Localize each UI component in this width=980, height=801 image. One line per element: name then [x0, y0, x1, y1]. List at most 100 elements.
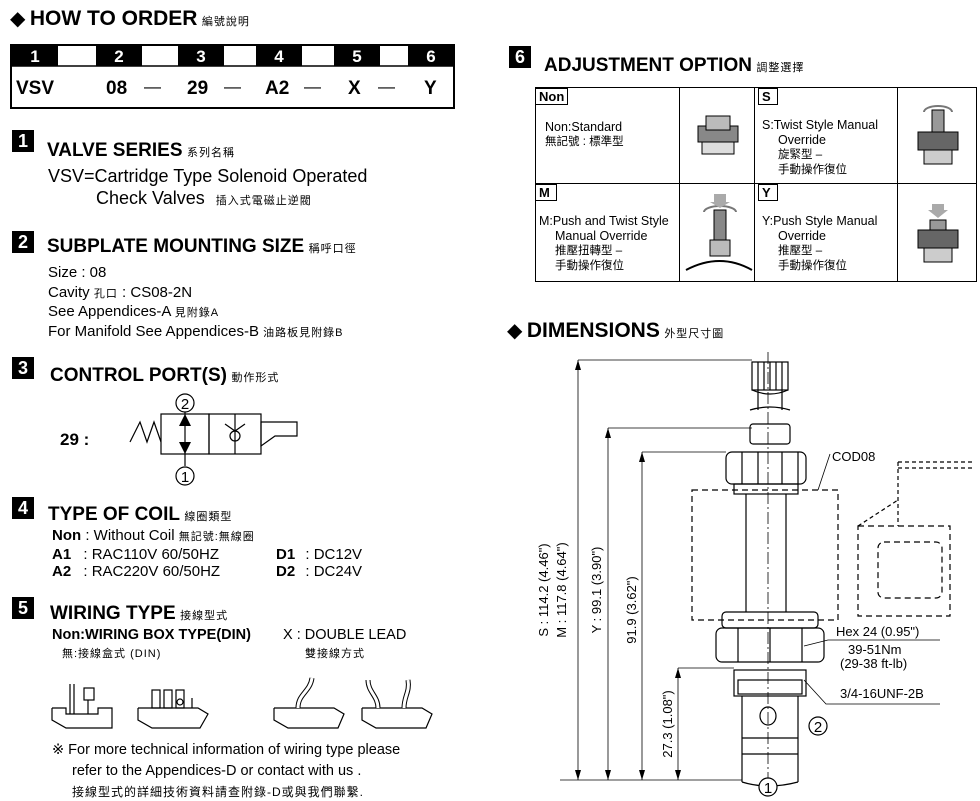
port-1-marker-label: 1 [764, 780, 772, 797]
coil-desc: : RAC220V 60/50HZ [83, 563, 221, 580]
adjust-option-y: Y:Push Style Manual Override 推壓型 – 手動操作復… [762, 214, 877, 274]
adjust-option-line: S:Twist Style Manual [762, 118, 879, 132]
position-cell [408, 46, 454, 66]
valve-series-cn: 插入式電磁止逆閥 [215, 195, 312, 207]
appendix-b-text: For Manifold See Appendices-B [48, 323, 259, 340]
wiring-x-label: X : DOUBLE LEAD [283, 627, 407, 643]
coil-non: Non : Without Coil 無記號:無線圈 [52, 527, 255, 544]
dimensions-header: ◆ DIMENSIONS 外型尺寸圖 [507, 318, 724, 343]
dim-label-919: 91.9 (3.62") [624, 576, 639, 644]
adjust-code-s: S [758, 88, 778, 105]
coil-d1: D1 : DC12V [276, 546, 362, 563]
dimensions-drawing: S : 114.2 (4.46") M : 117.8 (4.64") Y : … [536, 352, 975, 797]
adjust-option-m: M:Push and Twist Style Manual Override 推… [539, 214, 669, 274]
section-number: 6 [509, 46, 531, 68]
valve-series-desc-2: Check Valves 插入式電磁止逆閥 [96, 188, 312, 209]
order-value-adjust: Y [424, 78, 437, 99]
appendix-b: For Manifold See Appendices-B 油路板見附錄B [48, 323, 343, 340]
cavity-cn: 孔口 [93, 288, 118, 300]
adjust-option-line: 無記號 : 標準型 [545, 136, 624, 148]
coil-non-code: Non [52, 527, 82, 544]
section-title: CONTROL PORT(S) [50, 365, 227, 386]
position-cell [334, 46, 380, 66]
double-lead-illustration [273, 677, 345, 729]
control-port-symbol: 2 1 [129, 393, 298, 486]
adjust-option-line: Override [778, 133, 826, 147]
section-3-header: CONTROL PORT(S) 動作形式 [50, 365, 279, 387]
position-cell [12, 46, 58, 66]
port-1-marker [758, 777, 778, 797]
adjust-option-line: 手動操作復位 [555, 260, 624, 272]
separator: — [144, 77, 161, 96]
position-cell [178, 46, 224, 66]
adjust-option-non: Non:Standard 無記號 : 標準型 [545, 120, 624, 150]
appendix-a-cn: 見附錄A [174, 307, 220, 319]
coil-non-cn: 無記號:無線圈 [178, 531, 255, 543]
position-number: 4 [274, 47, 284, 66]
coil-non-text: : Without Coil [85, 527, 175, 544]
wiring-x-cn: 雙接線方式 [305, 648, 365, 660]
push-override-illustration [917, 204, 959, 263]
order-value-coil: A2 [265, 78, 289, 99]
coil-a2: A2 : RAC220V 60/50HZ [52, 563, 220, 580]
section-1-header: VALVE SERIES 系列名稱 [47, 140, 235, 162]
coil-code: D1 [276, 546, 296, 563]
adjust-option-line: Non:Standard [545, 120, 623, 134]
double-lead-illustration [361, 679, 433, 729]
order-value-size: 08 [106, 78, 127, 99]
label-cod08: COD08 [832, 449, 875, 464]
adjustment-title: ADJUSTMENT OPTION [544, 55, 752, 76]
adjustment-col-divider [897, 87, 898, 281]
section-title: WIRING TYPE [50, 603, 176, 624]
cavity-value: : CS08-2N [122, 284, 193, 301]
section-4-header: TYPE OF COIL 線圈類型 [48, 504, 232, 526]
how-to-order-title: HOW TO ORDER [29, 7, 198, 30]
label-hex: Hex 24 (0.95") [836, 624, 919, 639]
adjust-code-m: M [535, 184, 557, 201]
dimensions-title: DIMENSIONS [526, 319, 660, 342]
port-2-marker [808, 716, 828, 736]
coil-code: D2 [276, 563, 296, 580]
port-1-label: 1 [181, 469, 189, 486]
coil-d2: D2 : DC24V [276, 563, 362, 580]
section-number: 5 [12, 597, 34, 619]
size-text: Size : 08 [48, 264, 107, 281]
section-5-header: WIRING TYPE 接線型式 [50, 603, 228, 625]
adjust-option-line: 手動操作復位 [778, 164, 847, 176]
wiring-non-label: Non:WIRING BOX TYPE(DIN) [52, 627, 251, 643]
position-number: 1 [30, 47, 39, 66]
position-number: 6 [426, 47, 435, 66]
wiring-note-2: refer to the Appendices-D or contact wit… [72, 763, 362, 779]
coil-outline [691, 489, 839, 621]
dimensions-title-cn: 外型尺寸圖 [664, 328, 725, 340]
section-number: 3 [12, 357, 34, 379]
section-title-cn: 系列名稱 [186, 147, 235, 159]
separator: — [224, 77, 241, 96]
position-number: 3 [196, 47, 205, 66]
position-cell [96, 46, 142, 66]
adjustment-row-divider [535, 183, 976, 184]
port-1-circle [175, 466, 195, 486]
wiring-non-cn: 無:接線盒式 (DIN) [62, 648, 162, 660]
section-2-header: SUBPLATE MOUNTING SIZE 稱呼口徑 [47, 236, 357, 258]
control-port-code: 29 : [60, 430, 90, 449]
section-title: TYPE OF COIL [48, 504, 180, 525]
section-title-cn: 稱呼口徑 [308, 243, 357, 255]
separator: — [378, 77, 395, 96]
adjustment-header: ADJUSTMENT OPTION 調整選擇 [544, 55, 804, 77]
separator: — [304, 77, 321, 96]
port-2-marker-label: 2 [814, 719, 822, 736]
how-to-order-title-cn: 編號說明 [201, 16, 250, 28]
cavity-label: Cavity [48, 284, 90, 301]
appendix-b-cn: 油路板見附錄B [263, 327, 344, 339]
twist-override-illustration [917, 105, 959, 165]
adjust-option-line: Manual Override [555, 229, 648, 243]
position-cell [256, 46, 302, 66]
wiring-note-1: ※ For more technical information of wiri… [52, 742, 401, 758]
diamond-icon: ◆ [10, 8, 26, 30]
push-twist-override-illustration [685, 194, 753, 271]
appendix-a-text: See Appendices-A [48, 303, 171, 320]
position-number: 2 [114, 47, 123, 66]
coil-code: A1 [52, 546, 72, 563]
din-box-illustration [137, 689, 209, 729]
